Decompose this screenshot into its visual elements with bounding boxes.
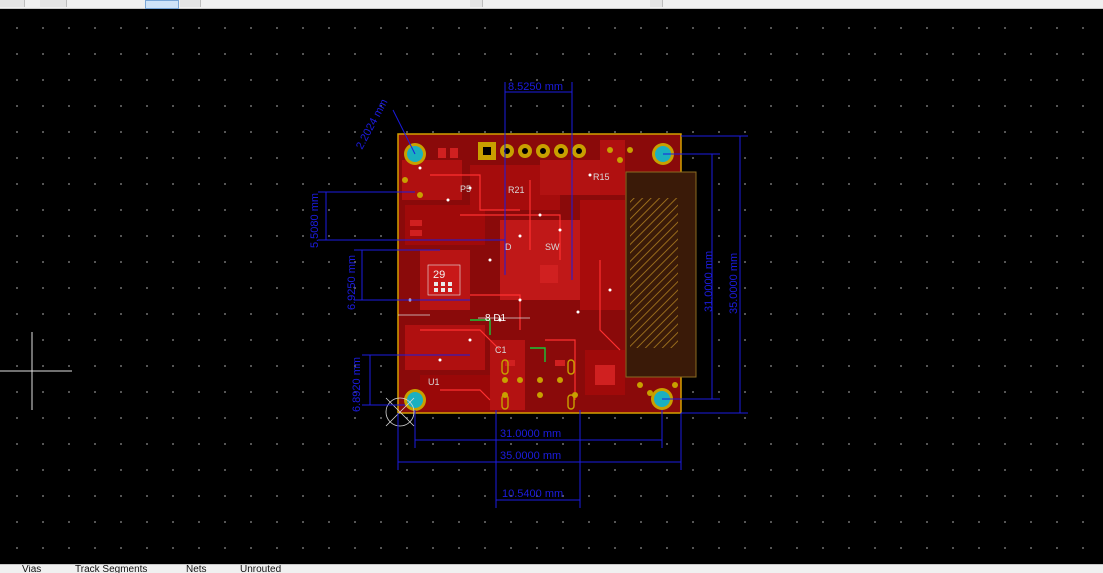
ref-p5: P5 — [460, 184, 471, 194]
status-track-segments: Track Segments — [75, 564, 148, 573]
dim-bottom3: 10.5400 mm — [502, 488, 563, 500]
status-vias: Vias — [22, 564, 42, 573]
pcb-layout[interactable]: P5 R21 R15 SW 29 8 D1 U1 C1 D — [0, 9, 1103, 564]
toolbar-button[interactable] — [40, 0, 67, 7]
ref-r15: R15 — [593, 172, 610, 182]
toolbar-button[interactable] — [180, 0, 201, 7]
dim-right1: 31.0000 mm — [703, 251, 715, 312]
toolbar-button[interactable] — [0, 0, 25, 7]
dim-left3: 6.8920 mm — [351, 357, 363, 412]
pcb-board[interactable] — [385, 133, 697, 427]
dim-bottom2: 35.0000 mm — [500, 450, 561, 462]
toolbar — [0, 0, 1103, 9]
toolbar-button-active[interactable] — [145, 0, 179, 9]
dim-top: 8.5250 mm — [508, 81, 563, 93]
dim-diag: 2.2024 mm — [354, 97, 390, 151]
status-nets: Nets — [186, 564, 207, 573]
status-bar: Vias Track Segments Nets Unrouted — [0, 564, 1103, 573]
ref-d: D — [505, 242, 512, 252]
dim-left1: 5.5080 mm — [309, 193, 321, 248]
ref-sw: SW — [545, 242, 560, 252]
dim-bottom1: 31.0000 mm — [500, 428, 561, 440]
ref-c1: C1 — [495, 345, 507, 355]
ref-chip: 29 — [433, 269, 445, 281]
toolbar-button[interactable] — [650, 0, 663, 7]
ref-u1: U1 — [428, 377, 440, 387]
pcb-canvas[interactable]: P5 R21 R15 SW 29 8 D1 U1 C1 D — [0, 9, 1103, 564]
dimension-lines — [318, 82, 748, 508]
status-unrouted: Unrouted — [240, 564, 282, 573]
crosshair-cursor — [0, 332, 72, 410]
dim-right2: 35.0000 mm — [728, 253, 740, 314]
dim-left2: 6.9250 mm — [346, 255, 358, 310]
ref-d1: 8 D1 — [485, 313, 507, 324]
toolbar-button[interactable] — [470, 0, 483, 7]
ref-r21: R21 — [508, 185, 525, 195]
